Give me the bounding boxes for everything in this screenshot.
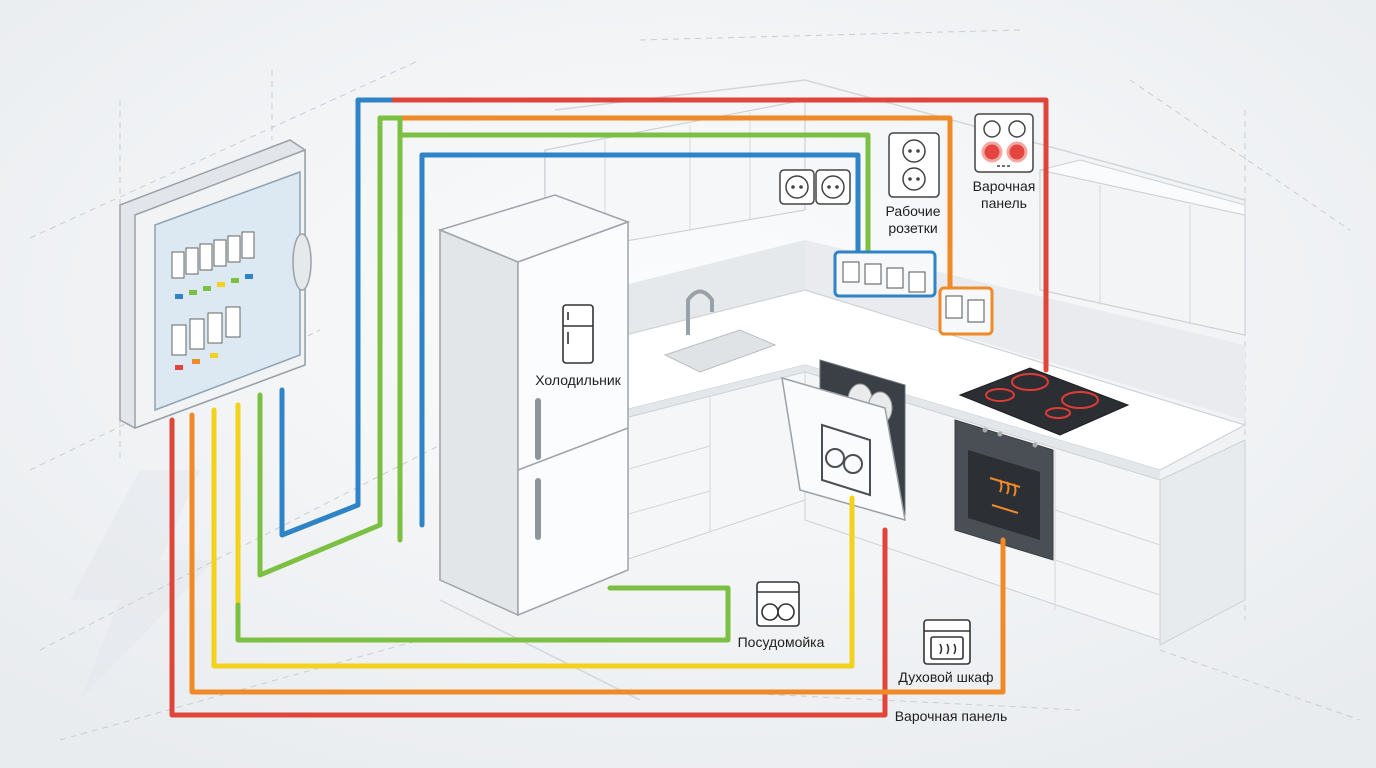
dishwasher-icon <box>756 581 800 627</box>
electrical-panel <box>119 139 312 430</box>
wire-blue-2 <box>419 152 861 528</box>
fridge-icon <box>562 304 594 364</box>
dishwasher-label: Посудомойка <box>737 634 825 650</box>
hob-top-label: Варочная панель <box>972 178 1036 211</box>
lightning-icon <box>70 470 215 700</box>
single-outlet-icon <box>888 132 940 198</box>
fridge-label: Холодильник <box>535 372 621 388</box>
wire-orange-oven <box>189 412 1006 695</box>
outlet-strip-blue <box>833 250 937 298</box>
outlet-strip-orange <box>938 286 994 336</box>
fridge-appliance <box>437 194 631 617</box>
hob-bottom-label: Варочная панель <box>894 708 1008 724</box>
upper-cabinets-right <box>1039 159 1246 336</box>
wire-blue-outlets <box>279 97 393 538</box>
oven-appliance <box>954 419 1054 561</box>
oven-icon <box>923 619 971 665</box>
sink <box>663 289 777 373</box>
work-outlets-label: Рабочие розетки <box>885 203 941 236</box>
double-outlet-icon <box>779 169 851 205</box>
wire-yellow-dishwasher <box>211 407 855 669</box>
hob-icon <box>974 113 1034 173</box>
dishwasher-appliance <box>781 359 906 522</box>
hob-appliance <box>958 367 1130 436</box>
wire-red-hob-top <box>387 97 1049 373</box>
wire-orange-outlets <box>377 115 953 293</box>
backsplash-left <box>625 240 805 335</box>
wire-green-fridge <box>235 585 731 643</box>
wire-red-hob <box>169 417 888 718</box>
oven-label: Духовой шкаф <box>898 669 994 685</box>
